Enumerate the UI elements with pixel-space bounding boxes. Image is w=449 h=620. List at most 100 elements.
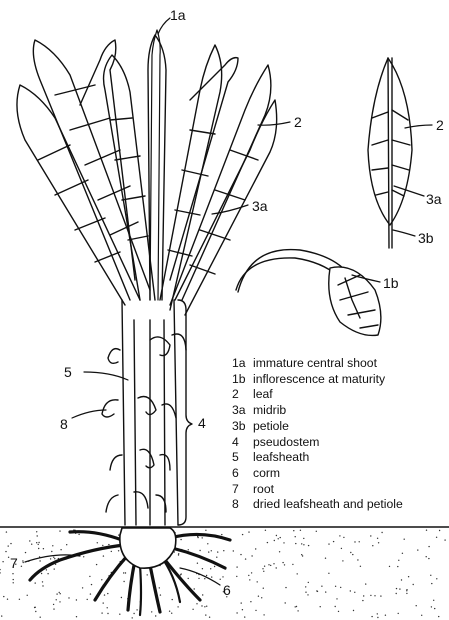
soil-dot [433, 600, 434, 601]
soil-dot [155, 615, 156, 616]
soil-dot [365, 583, 366, 584]
soil-dot [308, 545, 309, 546]
soil-dot [240, 554, 241, 555]
soil-dot [301, 543, 302, 544]
soil-dot [295, 543, 296, 544]
soil-dot [78, 534, 79, 535]
soil-dot [205, 530, 206, 531]
soil-dot [250, 601, 251, 602]
soil-dot [245, 558, 246, 559]
soil-dot [202, 568, 203, 569]
soil-dot [103, 555, 104, 556]
soil-dot [172, 599, 173, 600]
soil-dot [426, 556, 427, 557]
soil-dot [398, 560, 399, 561]
soil-dot [43, 548, 44, 549]
soil-dot [285, 587, 286, 588]
soil-dot [151, 611, 152, 612]
soil-dot [301, 554, 302, 555]
soil-dot [370, 595, 371, 596]
soil-dot [53, 608, 54, 609]
soil-dot [103, 602, 104, 603]
soil-dot [372, 545, 373, 546]
label-1a: 1a [170, 8, 186, 22]
legend-text: dried leafsheath and petiole [253, 497, 403, 513]
soil-dot [101, 612, 102, 613]
soil-dot [251, 572, 252, 573]
soil-dot [370, 535, 371, 536]
soil-dot [2, 561, 3, 562]
soil-dot [307, 594, 308, 595]
legend-row: 7root [232, 482, 403, 498]
soil-dot [325, 558, 326, 559]
soil-dot [276, 535, 277, 536]
soil-dot [91, 584, 92, 585]
soil-dot [76, 616, 77, 617]
label-6: 6 [223, 583, 231, 597]
soil-dot [160, 594, 161, 595]
soil-dot [396, 588, 397, 589]
soil-dot [192, 609, 193, 610]
soil-dot [276, 567, 277, 568]
soil-dot [413, 584, 414, 585]
soil-dot [278, 538, 279, 539]
soil-dot [210, 568, 211, 569]
soil-dot [60, 593, 61, 594]
legend: 1aimmature central shoot 1binflorescence… [232, 356, 403, 513]
soil-dot [430, 575, 431, 576]
legend-row: 1binflorescence at maturity [232, 372, 403, 388]
label-7: 7 [10, 556, 18, 570]
soil-dot [38, 542, 39, 543]
soil-dot [6, 531, 7, 532]
soil-dot [402, 553, 403, 554]
soil-dot [51, 551, 52, 552]
soil-dot [22, 560, 23, 561]
soil-dot [21, 566, 22, 567]
soil-dot [297, 610, 298, 611]
soil-dot [242, 609, 243, 610]
soil-dot [0, 572, 1, 573]
soil-dot [396, 593, 397, 594]
soil-dot [397, 566, 398, 567]
soil-dot [248, 531, 249, 532]
soil-dot [297, 573, 298, 574]
soil-dot [211, 550, 212, 551]
soil-dot [273, 563, 274, 564]
soil-dot [8, 545, 9, 546]
soil-dot [321, 586, 322, 587]
soil-dot [242, 534, 243, 535]
soil-dot [404, 539, 405, 540]
legend-key: 8 [232, 497, 253, 513]
legend-text: midrib [253, 403, 286, 419]
soil-dot [279, 551, 280, 552]
soil [0, 527, 449, 619]
soil-dot [119, 614, 120, 615]
soil-dot [178, 554, 179, 555]
soil-dot [107, 613, 108, 614]
soil-dot [206, 575, 207, 576]
soil-dot [262, 568, 263, 569]
legend-text: pseudostem [253, 435, 319, 451]
soil-dot [257, 581, 258, 582]
legend-row: 6corm [232, 466, 403, 482]
legend-row: 4pseudostem [232, 435, 403, 451]
soil-dot [171, 613, 172, 614]
soil-dot [399, 588, 400, 589]
legend-text: root [253, 482, 274, 498]
label-3b-leaf: 3b [418, 231, 434, 245]
label-5: 5 [64, 365, 72, 379]
soil-dot [353, 610, 354, 611]
soil-dot [66, 544, 67, 545]
soil-dot [222, 576, 223, 577]
soil-dot [108, 544, 109, 545]
soil-dot [270, 565, 271, 566]
soil-dot [280, 537, 281, 538]
soil-dot [236, 566, 237, 567]
legend-text: leafsheath [253, 450, 309, 466]
soil-dot [202, 537, 203, 538]
soil-dot [363, 595, 364, 596]
soil-dot [0, 569, 1, 570]
soil-dot [343, 537, 344, 538]
soil-dot [292, 564, 293, 565]
soil-dot [302, 555, 303, 556]
